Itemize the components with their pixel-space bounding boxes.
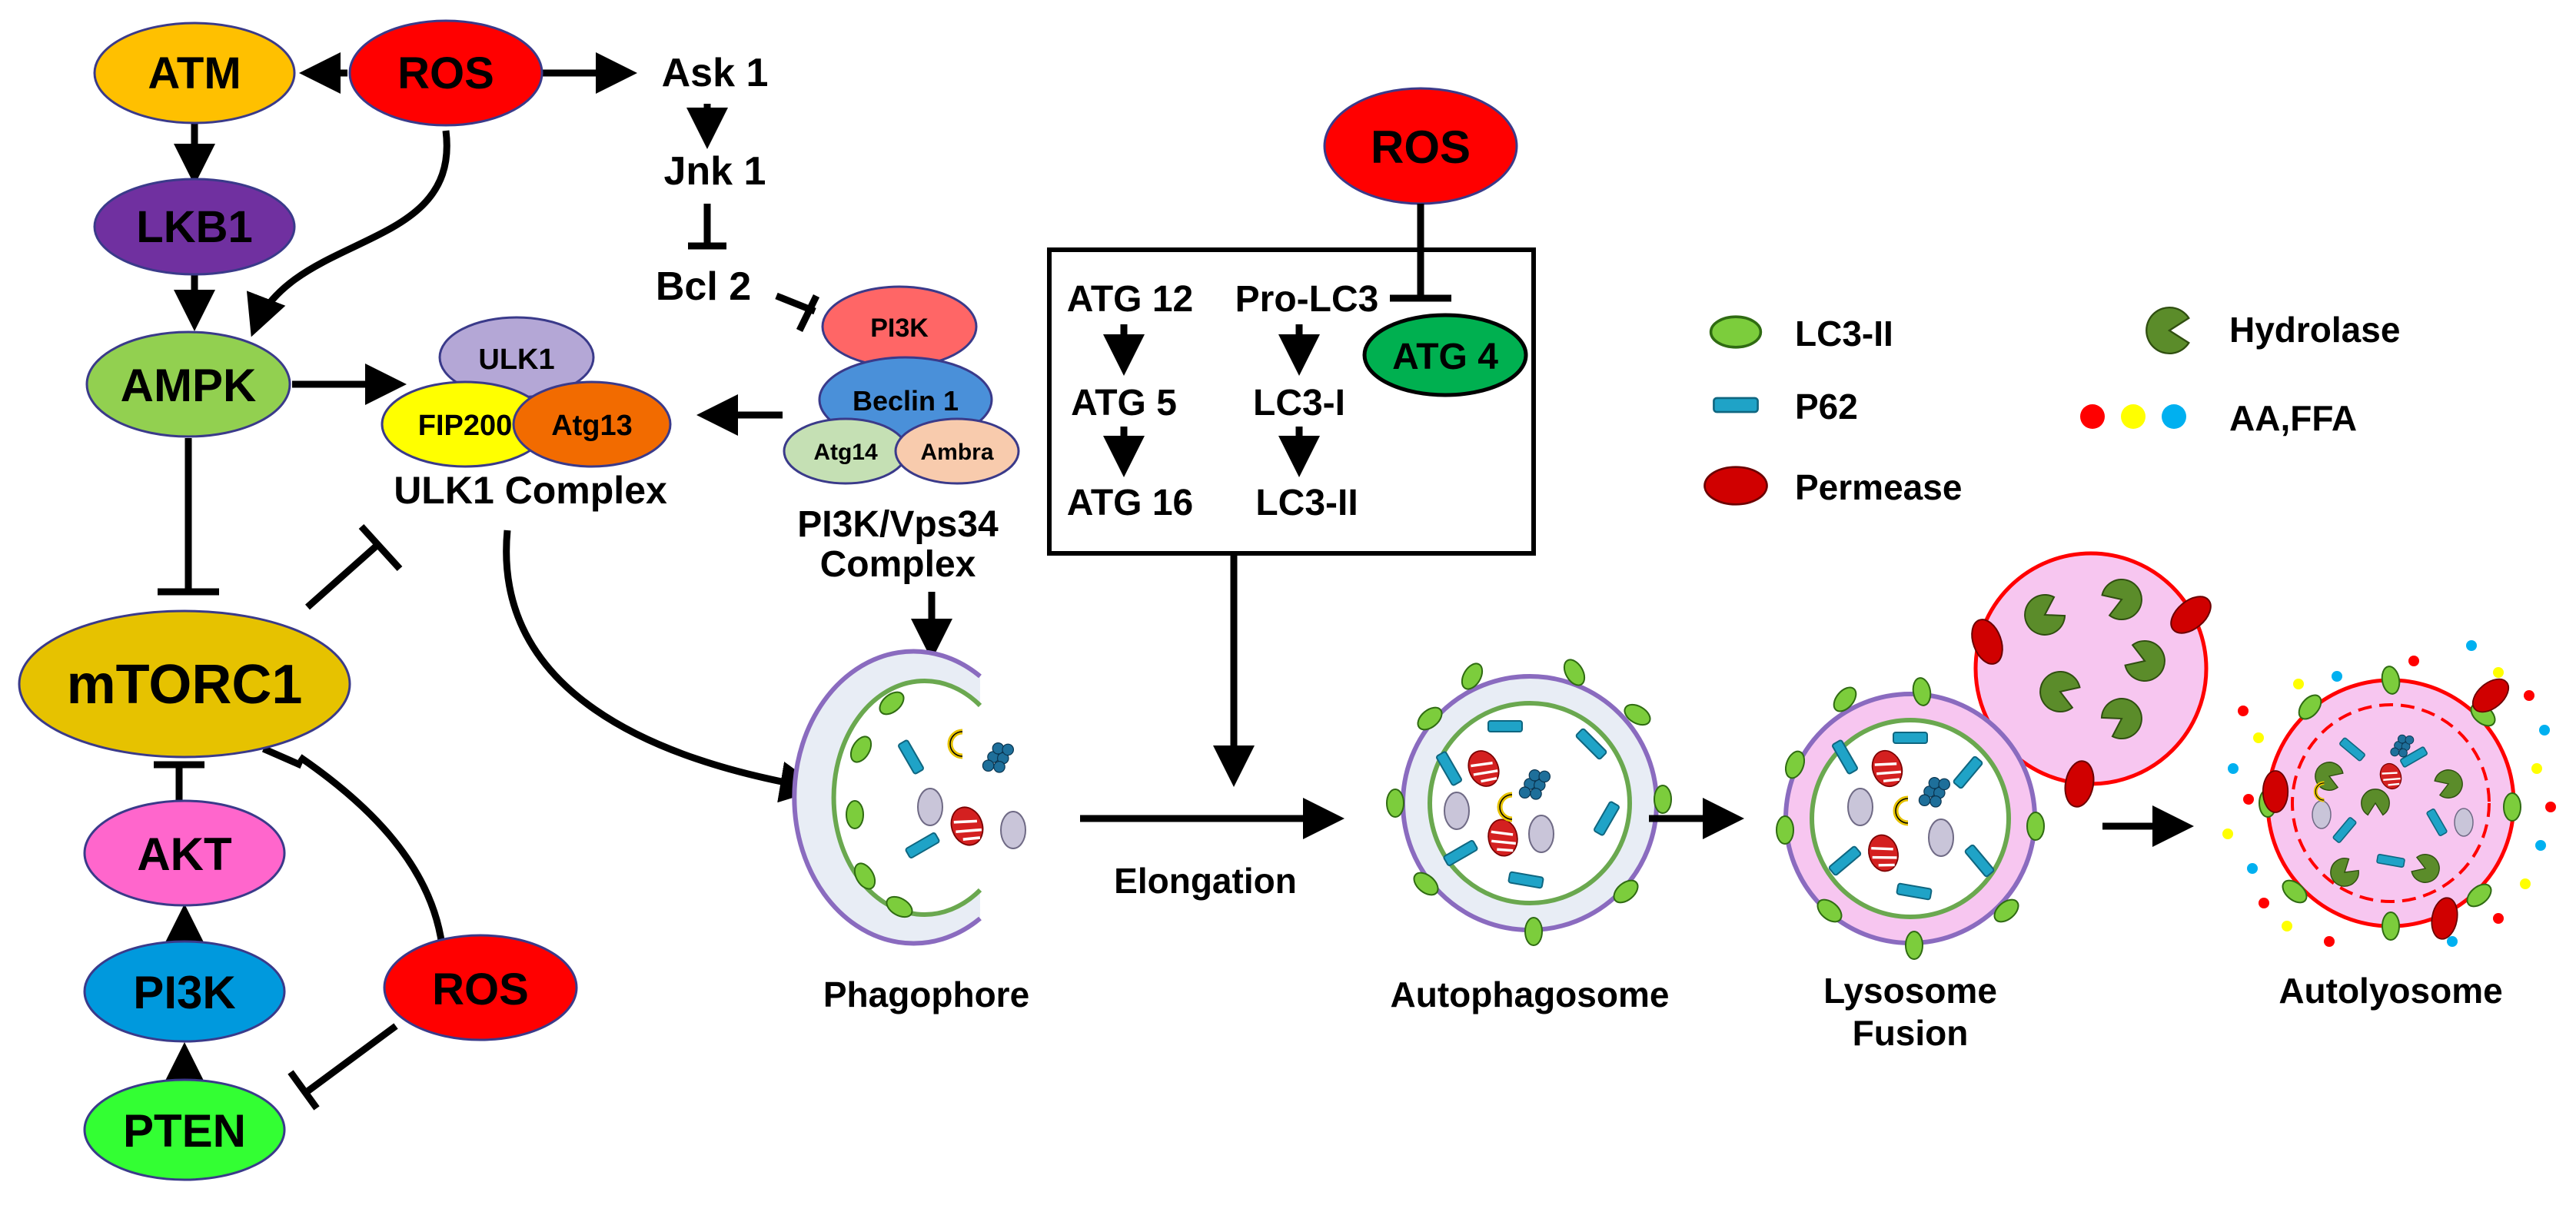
svg-text:Permease: Permease <box>1795 467 1962 507</box>
legend-lc3ii: LC3-II <box>1709 314 1893 354</box>
svg-text:LC3-II: LC3-II <box>1795 314 1893 354</box>
phagophore-label: Phagophore <box>823 975 1029 1014</box>
lc3-ii-label: LC3-II <box>1255 483 1358 523</box>
pten-node: PTEN <box>83 1078 286 1181</box>
ask1-label: Ask 1 <box>662 51 769 95</box>
mtorc1-inhibits-ulk1 <box>305 543 379 610</box>
akt-node: AKT <box>83 799 286 907</box>
legend: LC3-II P62 Permease Hydrolase AA,FFA <box>1703 306 2400 507</box>
beclin1-label: Beclin 1 <box>853 385 959 417</box>
pi3k-subunit-label: PI3K <box>870 314 929 343</box>
ros-node-right: ROS <box>1323 87 1518 205</box>
phagophore: Phagophore <box>792 649 1029 1014</box>
ros-node-top: ROS <box>348 19 543 127</box>
ulk1-to-phagophore-arrow <box>503 530 822 803</box>
conjugation-box: ATG 12 ATG 5 ATG 16 Pro-LC3 LC3-I LC3-II… <box>1047 247 1536 556</box>
lc3-i-label: LC3-I <box>1253 383 1345 423</box>
lysosome-fusion: Lysosome Fusion <box>1776 551 2219 1053</box>
svg-text:Hydrolase: Hydrolase <box>2229 310 2400 350</box>
ampk-label: AMPK <box>121 360 257 411</box>
lkb1-node: LKB1 <box>93 178 296 276</box>
atg16-label: ATG 16 <box>1067 483 1193 523</box>
legend-p62: P62 <box>1713 387 1858 427</box>
ros-to-ampk-arrow <box>247 130 450 337</box>
ros-node-bottom: ROS <box>383 934 578 1041</box>
atm-label: ATM <box>148 48 241 98</box>
ros-label: ROS <box>397 48 494 98</box>
atm-node: ATM <box>93 22 296 125</box>
atg12-label: ATG 12 <box>1067 279 1193 320</box>
atg14-label: Atg14 <box>813 440 878 465</box>
aa-ffa-dots <box>2222 640 2556 947</box>
fip200-label: FIP200 <box>418 410 513 442</box>
legend-hydrolase: Hydrolase <box>2146 306 2400 355</box>
akt-label: AKT <box>137 828 231 880</box>
ulk1-complex: ULK1 FIP200 Atg13 ULK1 Complex <box>381 316 672 512</box>
mtorc1-label: mTORC1 <box>67 654 303 716</box>
signaling-pathway: ROS ATM LKB1 AMPK mTORC1 AKT PI3K PTEN <box>18 19 637 1181</box>
ulk1-label: ULK1 <box>478 344 554 376</box>
ros-inhibits-pten <box>305 1023 398 1094</box>
atg5-label: ATG 5 <box>1071 383 1177 423</box>
atg13-label: Atg13 <box>551 410 633 442</box>
elongation-label: Elongation <box>1114 861 1297 901</box>
pi3k-label: PI3K <box>133 967 235 1018</box>
mtorc1-node: mTORC1 <box>18 609 351 759</box>
ros-label: ROS <box>432 965 529 1014</box>
ulk1-complex-label: ULK1 Complex <box>394 469 667 512</box>
svg-text:P62: P62 <box>1795 387 1858 427</box>
svg-text:AA,FFA: AA,FFA <box>2229 398 2357 438</box>
pten-label: PTEN <box>123 1105 246 1157</box>
bcl2-label: Bcl 2 <box>656 264 751 309</box>
atg4-label: ATG 4 <box>1392 337 1498 377</box>
autophagosome: Autophagosome <box>1386 655 1672 1014</box>
pi3k-vps34-complex: PI3K Beclin 1 Atg14 Ambra PI3K/Vps34 Com… <box>783 285 1020 585</box>
ros-label: ROS <box>1371 121 1471 173</box>
pro-lc3-label: Pro-LC3 <box>1235 279 1379 320</box>
ambra-label: Ambra <box>920 440 993 465</box>
lysosome-fusion-label: Fusion <box>1853 1013 1969 1053</box>
pi3k-complex-label: PI3K/Vps34 <box>797 504 999 545</box>
autophagosome-label: Autophagosome <box>1391 975 1670 1014</box>
jnk1-label: Jnk 1 <box>664 149 766 194</box>
pi3k-complex-label: Complex <box>820 544 976 585</box>
pi3k-node: PI3K <box>83 940 286 1043</box>
lkb1-label: LKB1 <box>136 202 252 252</box>
jnk-pathway: Ask 1 Jnk 1 Bcl 2 <box>656 51 820 332</box>
legend-aa-ffa: AA,FFA <box>2080 398 2357 438</box>
autolysosome-label: Autolyosome <box>2279 971 2502 1011</box>
legend-permease: Permease <box>1703 466 1962 507</box>
ampk-node: AMPK <box>85 330 291 438</box>
ros-inhibits-mtorc1 <box>297 754 446 946</box>
autolysosome: Autolyosome <box>2222 640 2556 1011</box>
lysosome-fusion-label: Lysosome <box>1823 971 1997 1011</box>
atg4-node: ATG 4 <box>1362 313 1528 397</box>
